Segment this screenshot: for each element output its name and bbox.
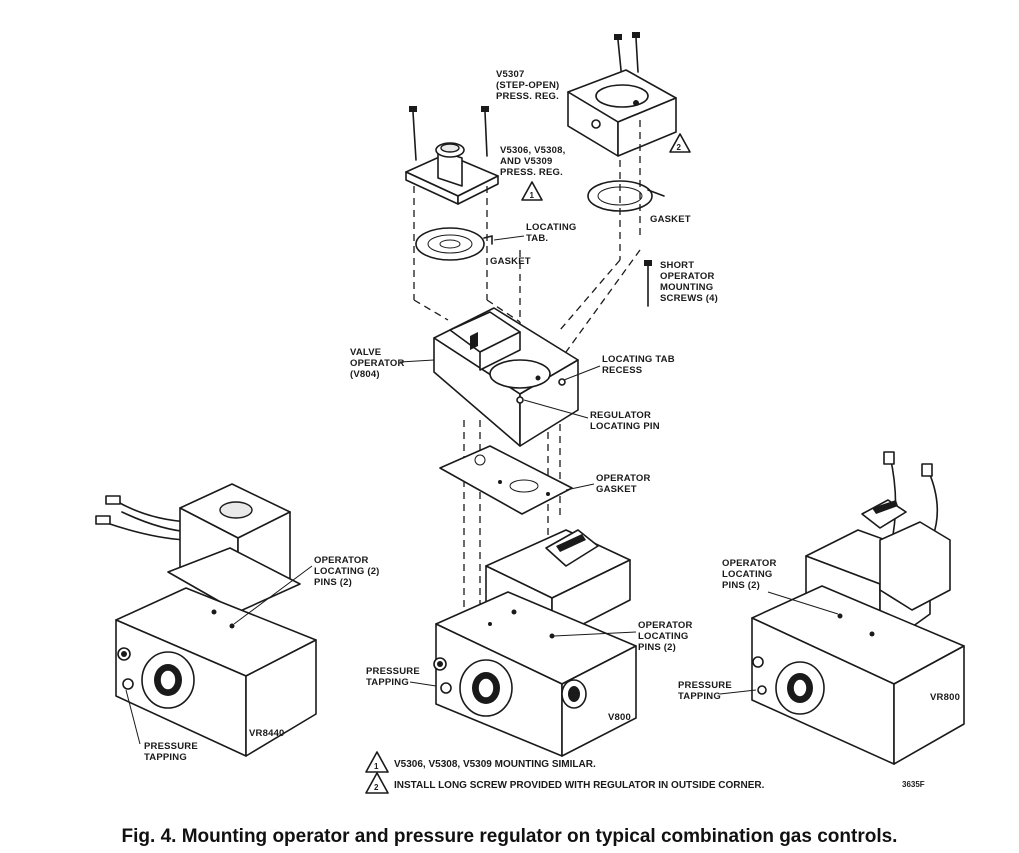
label-tab-recess: LOCATING TAB <box>602 354 675 365</box>
label-pressure-right: PRESSURE <box>678 680 732 691</box>
alignment-lines <box>413 120 641 640</box>
label-model-vr8440: VR8440 <box>249 728 285 739</box>
label-valve-operator: VALVE <box>350 347 381 358</box>
label-operator-gasket: OPERATOR <box>596 473 651 484</box>
svg-text:PRESS. REG.: PRESS. REG. <box>496 91 559 102</box>
label-left-pins: OPERATOR <box>314 555 369 566</box>
drawing-number: 3635F <box>902 780 925 789</box>
svg-text:INSTALL LONG SCREW PROVIDED WI: INSTALL LONG SCREW PROVIDED WITH REGULAT… <box>394 780 765 791</box>
label-model-v800: V800 <box>608 712 631 723</box>
note-marker-2-icon: 2 <box>669 133 691 153</box>
svg-text:RECESS: RECESS <box>602 365 642 376</box>
v5306-mounting-screws <box>409 106 489 161</box>
svg-text:TAB.: TAB. <box>526 233 548 244</box>
svg-text:PRESS. REG.: PRESS. REG. <box>500 167 563 178</box>
svg-text:LOCATING (2): LOCATING (2) <box>314 566 380 577</box>
valve-operator-v804 <box>433 307 579 447</box>
label-right-pins: OPERATOR <box>722 558 777 569</box>
operator-gasket <box>439 445 573 515</box>
svg-text:LOCATING: LOCATING <box>638 631 689 642</box>
svg-text:GASKET: GASKET <box>596 484 637 495</box>
label-v5307: V5307 <box>496 69 524 80</box>
note-marker-1-icon: 1 <box>521 181 543 201</box>
labels: V5307 (STEP-OPEN) PRESS. REG. V5306, V53… <box>125 69 960 789</box>
label-pressure-center: PRESSURE <box>366 666 420 677</box>
svg-text:(V804): (V804) <box>350 369 380 380</box>
svg-text:AND V5309: AND V5309 <box>500 156 553 167</box>
label-regulator-pin: REGULATOR <box>590 410 651 421</box>
svg-text:OPERATOR: OPERATOR <box>660 271 715 282</box>
svg-text:TAPPING: TAPPING <box>144 752 187 763</box>
svg-text:TAPPING: TAPPING <box>366 677 409 688</box>
label-model-vr800: VR800 <box>930 692 960 703</box>
v5306-regulator: 1 <box>405 106 543 261</box>
label-gasket-right: GASKET <box>650 214 691 225</box>
v800-valve-body <box>433 529 637 757</box>
svg-text:PINS (2): PINS (2) <box>314 577 352 588</box>
svg-text:TAPPING: TAPPING <box>678 691 721 702</box>
figure-caption: Fig. 4. Mounting operator and pressure r… <box>121 826 898 847</box>
svg-text:2: 2 <box>374 783 379 792</box>
svg-text:LOCATING: LOCATING <box>722 569 773 580</box>
svg-text:1: 1 <box>374 762 379 771</box>
label-short-screws: SHORT <box>660 260 694 271</box>
svg-text:LOCATING PIN: LOCATING PIN <box>590 421 660 432</box>
vr800-valve <box>751 451 965 765</box>
svg-text:SCREWS (4): SCREWS (4) <box>660 293 718 304</box>
svg-text:2: 2 <box>677 143 682 152</box>
note-1: 1 V5306, V5308, V5309 MOUNTING SIMILAR. <box>365 751 596 773</box>
label-center-pins: OPERATOR <box>638 620 693 631</box>
label-locating-tab: LOCATING <box>526 222 577 233</box>
label-gasket-left: GASKET <box>490 256 531 267</box>
label-v5306: V5306, V5308, <box>500 145 565 156</box>
svg-text:OPERATOR: OPERATOR <box>350 358 405 369</box>
vr8440-valve <box>95 483 317 757</box>
note-2: 2 INSTALL LONG SCREW PROVIDED WITH REGUL… <box>365 772 765 794</box>
v5307-regulator: 2 <box>567 32 691 212</box>
svg-text:PINS (2): PINS (2) <box>638 642 676 653</box>
v5306-gasket <box>415 227 493 261</box>
svg-text:MOUNTING: MOUNTING <box>660 282 713 293</box>
v5307-gasket <box>587 180 665 212</box>
short-operator-screw <box>644 260 652 307</box>
svg-text:PINS (2): PINS (2) <box>722 580 760 591</box>
svg-text:(STEP-OPEN): (STEP-OPEN) <box>496 80 559 91</box>
notes: 1 V5306, V5308, V5309 MOUNTING SIMILAR. … <box>365 751 765 794</box>
svg-text:1: 1 <box>530 191 535 200</box>
svg-text:V5306, V5308, V5309 MOUNTING S: V5306, V5308, V5309 MOUNTING SIMILAR. <box>394 759 596 770</box>
label-pressure-left: PRESSURE <box>144 741 198 752</box>
